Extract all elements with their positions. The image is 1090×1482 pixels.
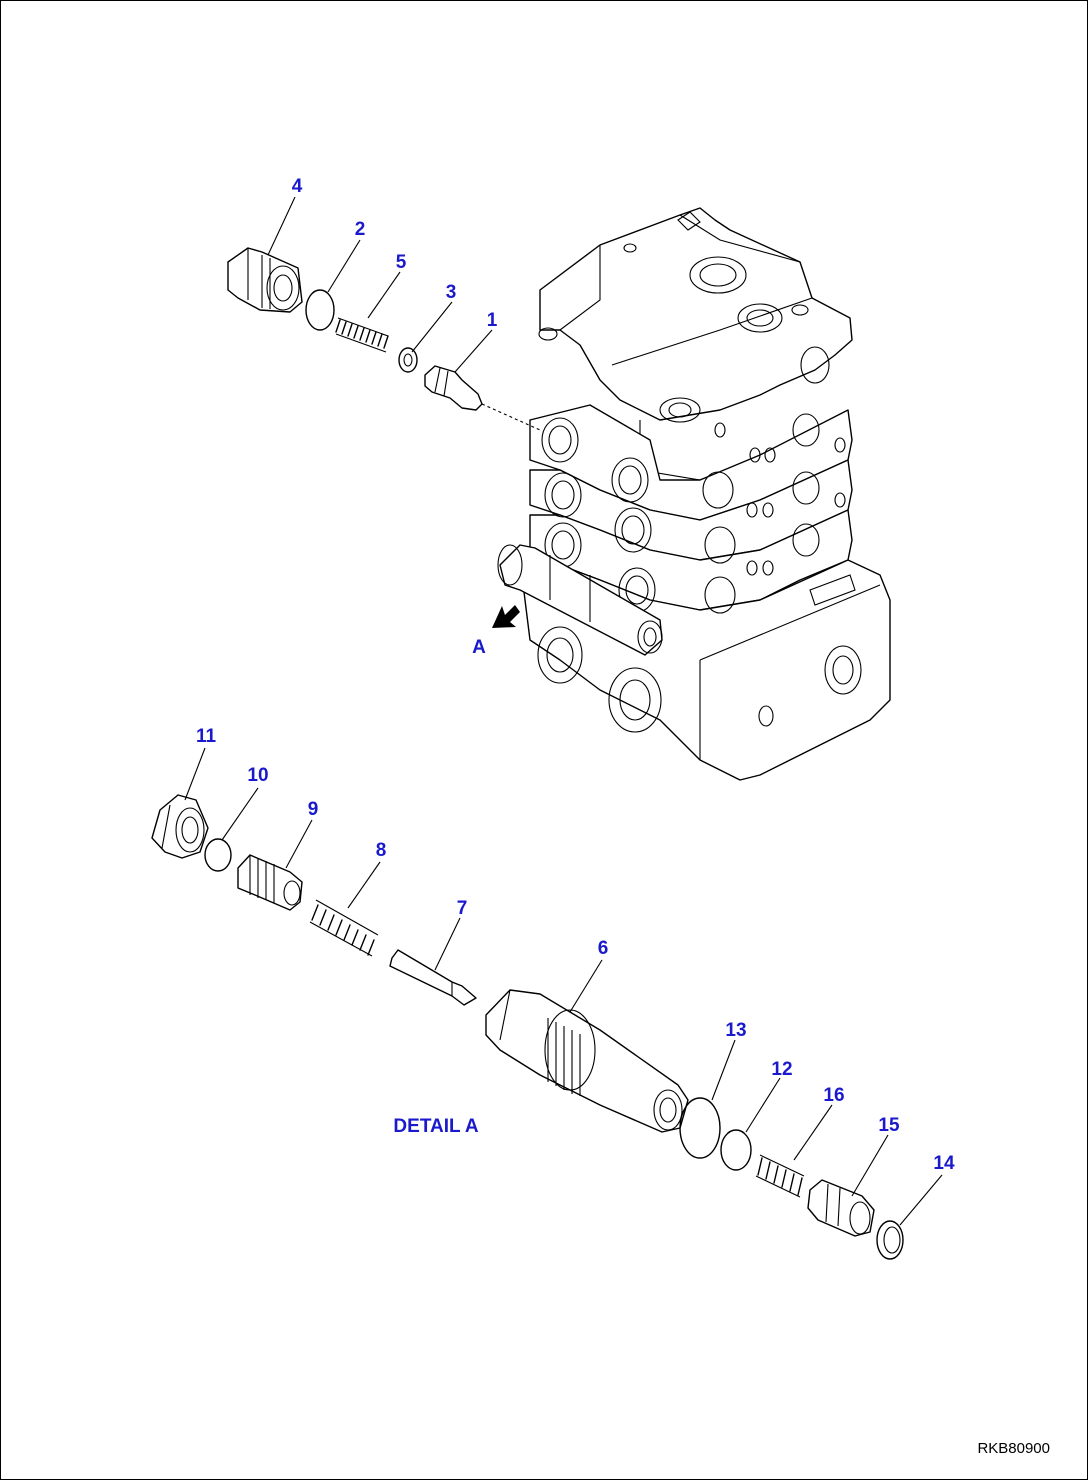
callout-13: 13: [725, 1020, 746, 1041]
part-12-o-ring: [720, 1129, 752, 1171]
part-10-o-ring: [204, 838, 232, 872]
control-valve-body: [492, 207, 891, 781]
callout-16: 16: [823, 1085, 844, 1106]
callout-5: 5: [396, 252, 407, 273]
part-16-spring: [755, 1154, 805, 1198]
part-4-plug: [227, 247, 303, 313]
part-7-needle: [389, 949, 477, 1006]
callout-11: 11: [196, 726, 217, 747]
part-15-piston: [807, 1179, 875, 1237]
callout-3: 3: [446, 282, 457, 303]
part-11-cap: [151, 794, 209, 859]
part-13-o-ring: [679, 1097, 721, 1159]
callout-15: 15: [878, 1115, 900, 1136]
view-a-label: A: [472, 637, 486, 658]
part-5-spring: [335, 317, 389, 353]
callout-4: 4: [292, 176, 303, 197]
part-2-o-ring: [305, 289, 335, 331]
detail-a-caption: DETAIL A: [393, 1116, 478, 1137]
part-8-spring: [309, 899, 379, 957]
callout-1: 1: [487, 310, 498, 331]
view-a-arrow: [492, 605, 520, 628]
callout-10: 10: [247, 765, 268, 786]
relief-valve-assembly: [497, 544, 663, 656]
part-1-poppet: [424, 365, 483, 411]
part-3-washer: [398, 347, 418, 373]
leader-lines: [184, 196, 943, 1226]
part-9-adjust-screw: [237, 854, 303, 911]
callout-12: 12: [771, 1059, 792, 1080]
callout-labels: 4 2 5 3 1 11 10 9 8 7 6 13 12 16 15 14 A: [196, 176, 955, 1174]
part-6-valve-body: [485, 989, 689, 1133]
callout-2: 2: [355, 219, 366, 240]
callout-7: 7: [457, 898, 468, 919]
assembly-axis-upper: [481, 403, 541, 431]
drawing-code: RKB80900: [977, 1440, 1050, 1457]
callout-6: 6: [598, 938, 609, 959]
part-14-snap-ring: [876, 1220, 904, 1260]
callout-14: 14: [933, 1153, 955, 1174]
callout-9: 9: [308, 799, 319, 820]
port-holes: [537, 346, 862, 733]
callout-8: 8: [376, 840, 387, 861]
